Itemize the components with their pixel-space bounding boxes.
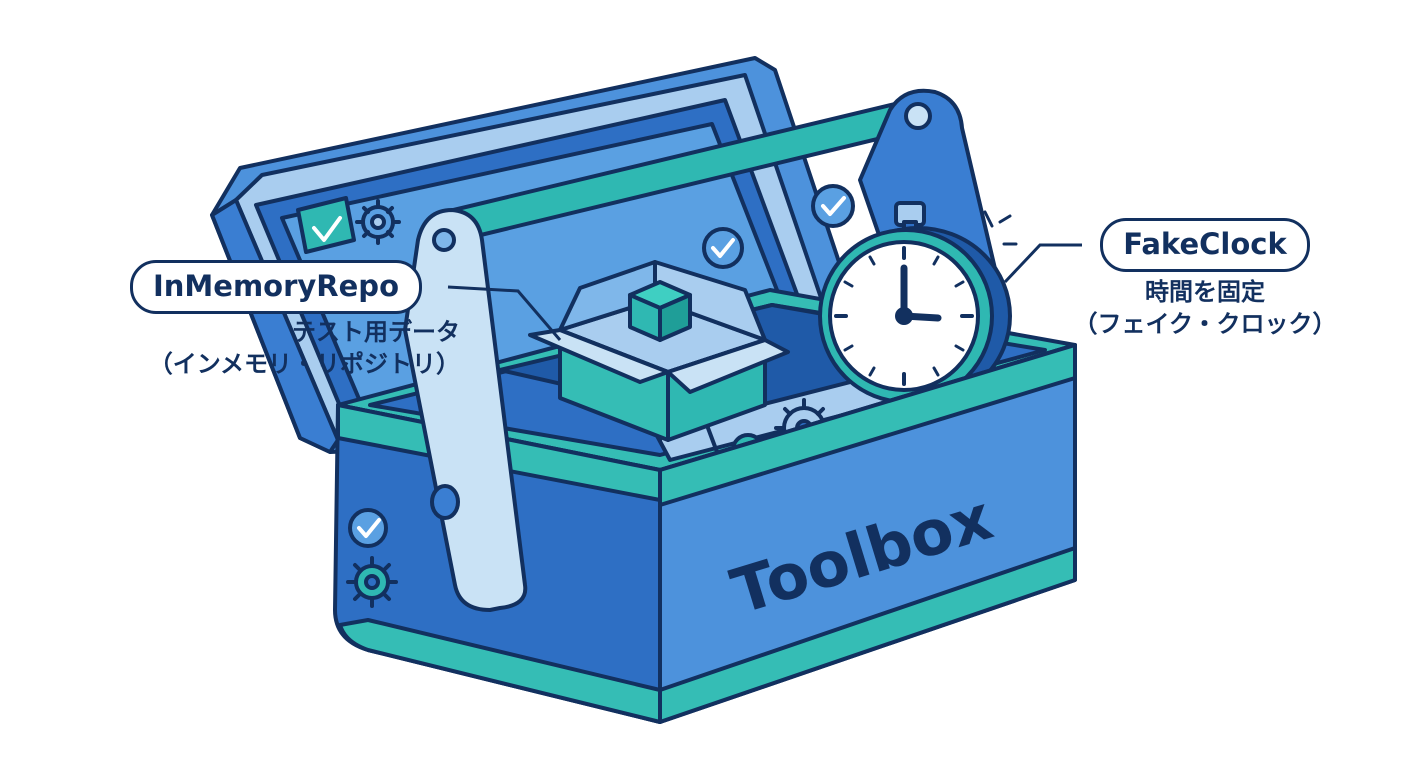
fake-clock-title: FakeClock bbox=[1100, 218, 1310, 272]
in-memory-repo-title: InMemoryRepo bbox=[130, 260, 422, 314]
side-check-badge-icon bbox=[348, 508, 388, 548]
fake-clock-desc-line2: （フェイク・クロック） bbox=[1073, 310, 1337, 338]
stopwatch-icon bbox=[818, 201, 1018, 406]
in-memory-repo-desc-line1: テスト用データ bbox=[292, 318, 460, 346]
callout-in-memory-repo: InMemoryRepo テスト用データ （インメモリ・リポジトリ） bbox=[130, 260, 460, 380]
leader-line-in-memory-repo bbox=[447, 285, 562, 341]
side-gear-icon bbox=[346, 556, 398, 608]
data-box-icon bbox=[528, 260, 790, 442]
fake-clock-desc-line1: 時間を固定 bbox=[1145, 278, 1265, 306]
inner-check-badge-icon bbox=[702, 227, 744, 269]
lid-check-badge-icon bbox=[811, 184, 855, 228]
lid-check-icon bbox=[296, 196, 356, 254]
leader-line-fake-clock bbox=[1003, 243, 1082, 284]
lid-gear-icon bbox=[355, 199, 401, 245]
toolbox-handle-left-post bbox=[403, 208, 528, 612]
in-memory-repo-desc-line2: （インメモリ・リポジトリ） bbox=[148, 350, 460, 378]
callout-fake-clock: FakeClock 時間を固定 （フェイク・クロック） bbox=[1040, 218, 1370, 340]
